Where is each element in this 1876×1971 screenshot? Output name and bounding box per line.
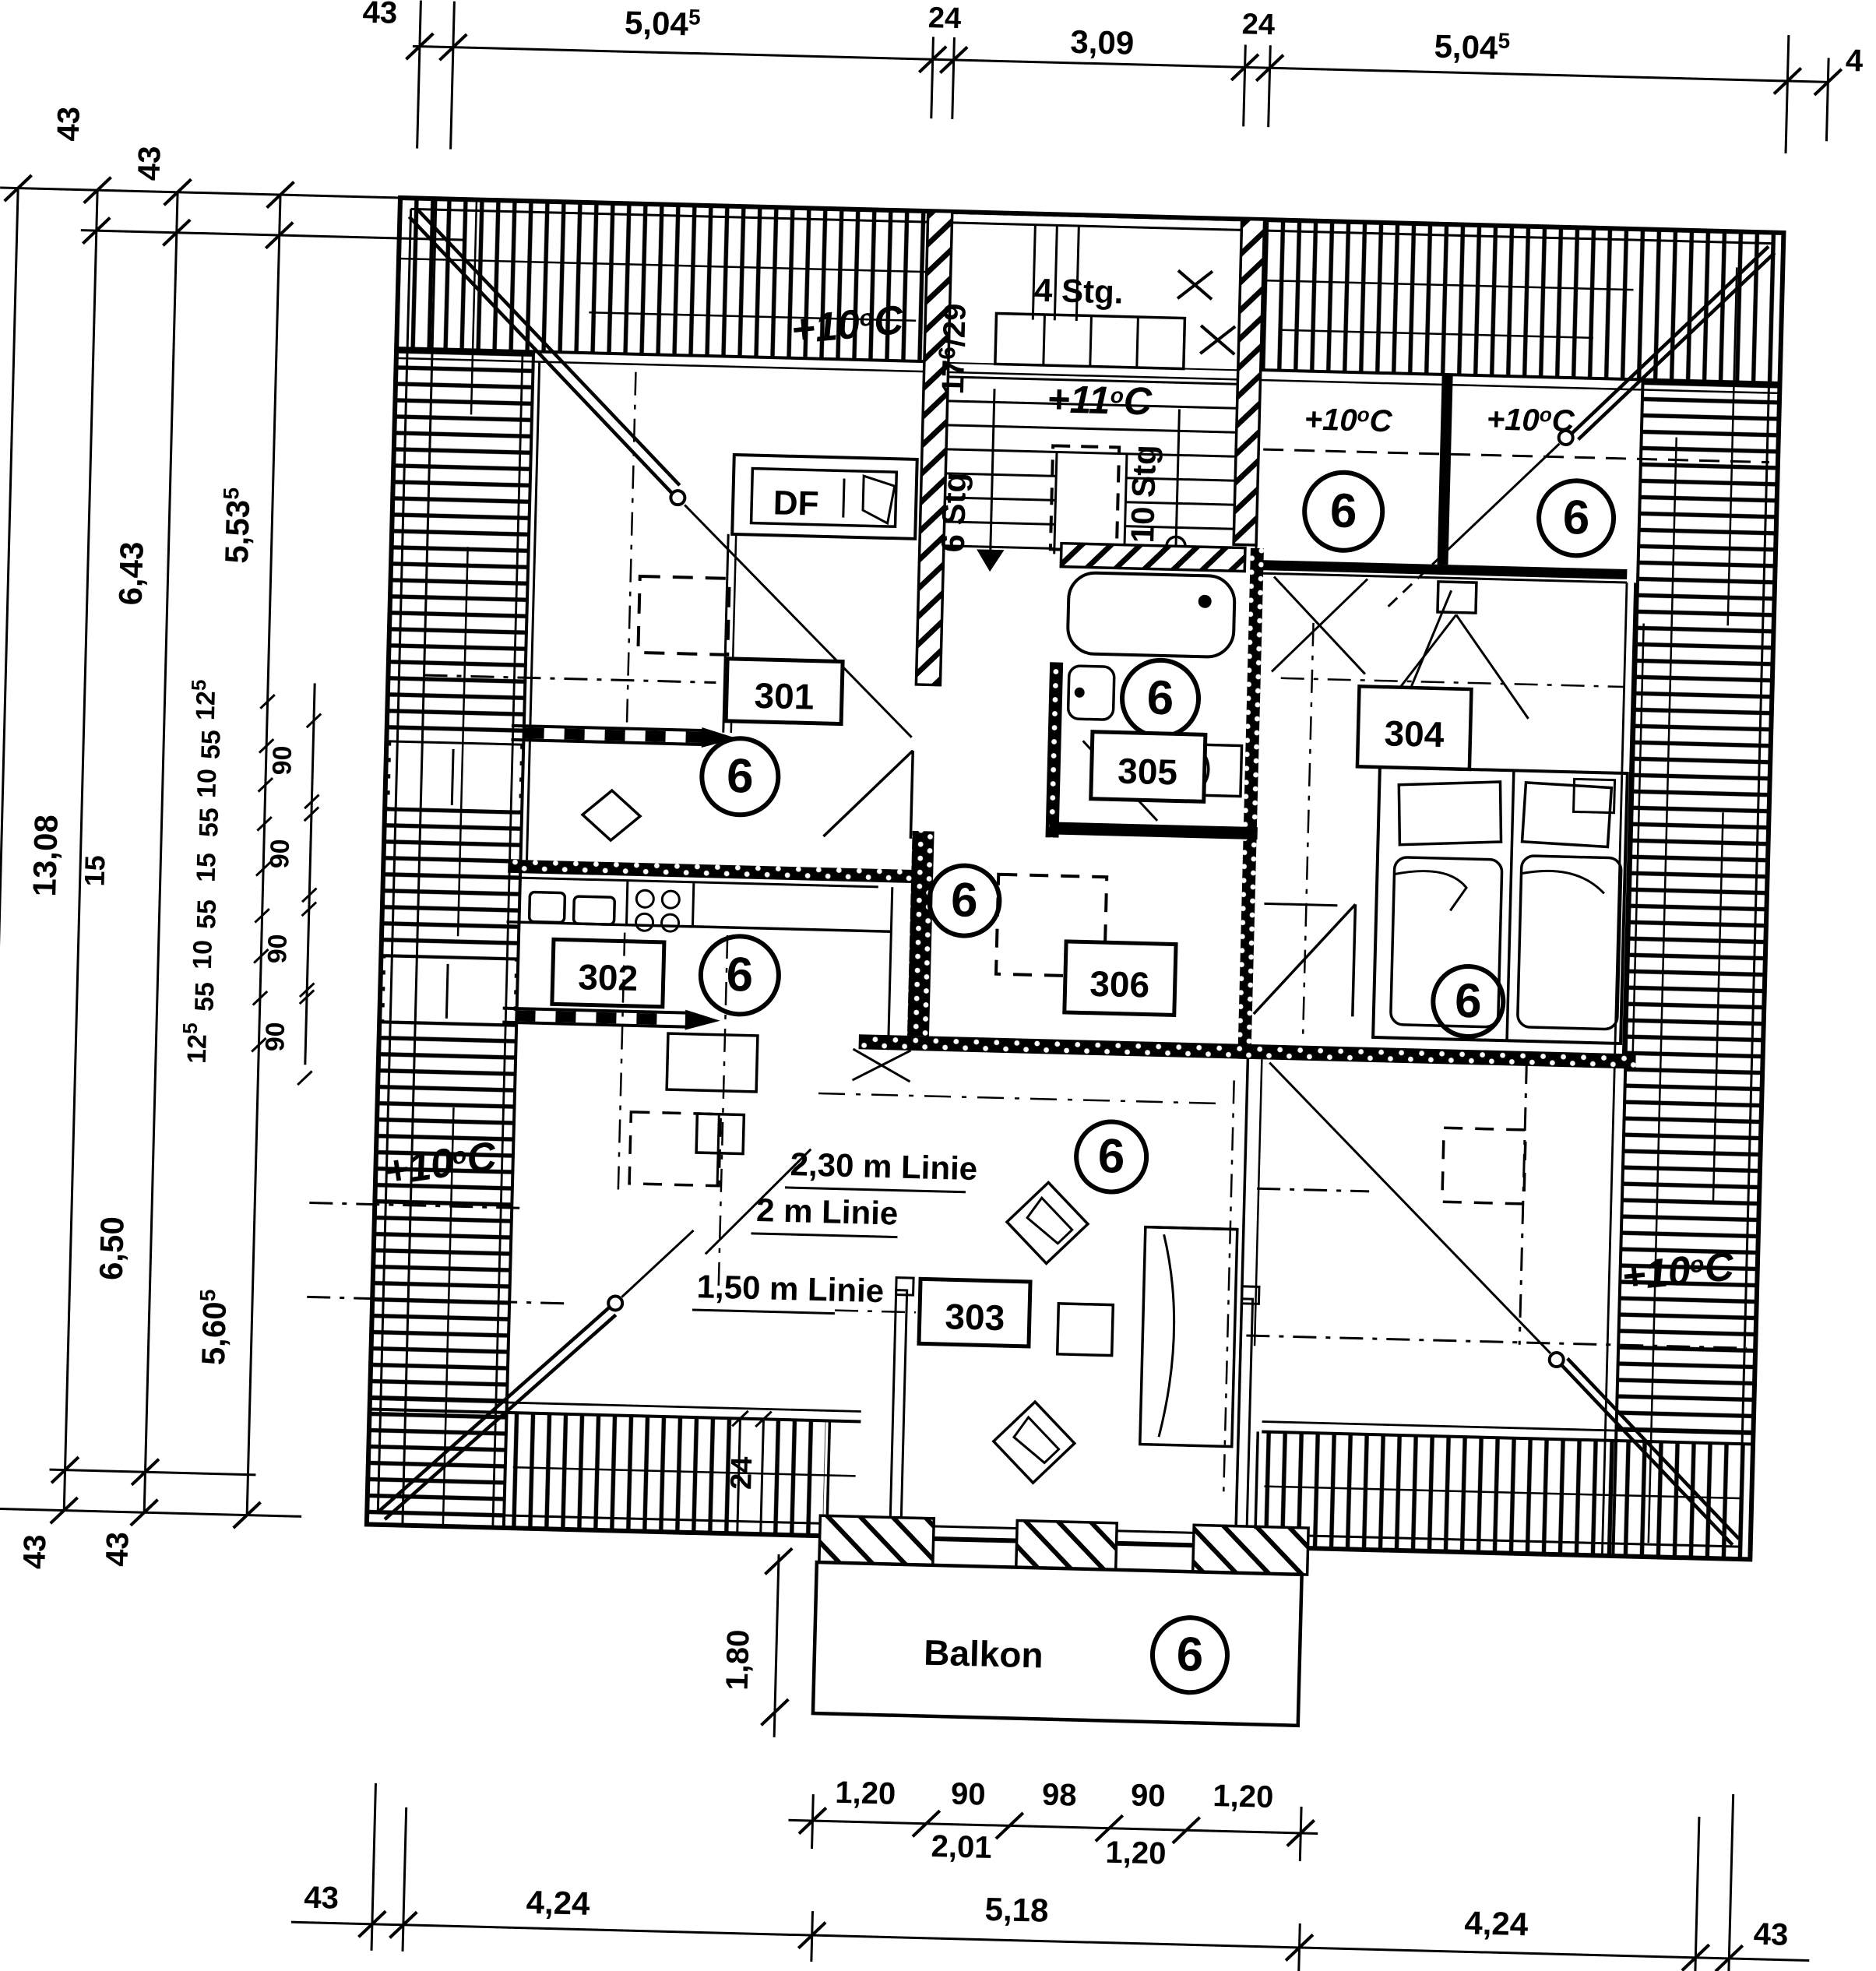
svg-text:5,045: 5,045 [1434, 27, 1511, 66]
svg-text:2,01: 2,01 [931, 1829, 992, 1865]
svg-text:4: 4 [1845, 44, 1864, 79]
svg-text:125: 125 [178, 1022, 213, 1064]
svg-text:10: 10 [188, 940, 218, 970]
svg-text:1,20: 1,20 [1105, 1835, 1167, 1871]
svg-text:+10oC: +10oC [1486, 401, 1575, 438]
svg-text:6: 6 [950, 873, 978, 927]
svg-text:Balkon: Balkon [924, 1632, 1044, 1676]
svg-text:4,24: 4,24 [1464, 1904, 1529, 1942]
svg-text:90: 90 [265, 839, 295, 869]
svg-text:303: 303 [945, 1296, 1005, 1338]
svg-text:90: 90 [951, 1777, 987, 1812]
svg-text:55: 55 [192, 899, 222, 930]
svg-text:5,605: 5,605 [194, 1289, 233, 1366]
svg-text:125: 125 [186, 679, 221, 720]
svg-text:2,30 m Linie: 2,30 m Linie [790, 1146, 978, 1187]
svg-text:43: 43 [51, 106, 86, 142]
svg-text:+10oC: +10oC [1620, 1244, 1737, 1300]
svg-text:3,09: 3,09 [1070, 23, 1135, 62]
svg-text:1,50 m Linie: 1,50 m Linie [696, 1268, 885, 1309]
svg-text:55: 55 [189, 982, 220, 1012]
svg-text:90: 90 [260, 1022, 290, 1052]
svg-text:43: 43 [1753, 1917, 1789, 1952]
svg-text:+10oC: +10oC [789, 297, 906, 354]
svg-text:43: 43 [362, 0, 398, 30]
svg-text:6: 6 [1454, 974, 1482, 1029]
svg-text:6: 6 [1562, 491, 1590, 545]
svg-text:90: 90 [267, 745, 297, 776]
svg-text:4,24: 4,24 [526, 1884, 591, 1922]
svg-text:6: 6 [726, 948, 754, 1002]
svg-text:15: 15 [79, 855, 111, 887]
svg-text:24: 24 [927, 2, 961, 35]
svg-text:24: 24 [1241, 8, 1275, 41]
svg-text:13,08: 13,08 [26, 815, 65, 897]
svg-text:43: 43 [304, 1881, 340, 1916]
svg-text:6,43: 6,43 [112, 541, 150, 606]
svg-text:304: 304 [1384, 713, 1445, 755]
svg-text:6: 6 [1176, 1628, 1204, 1682]
svg-text:10 Stg: 10 Stg [1124, 445, 1163, 544]
svg-text:1,80: 1,80 [720, 1629, 756, 1691]
svg-text:98: 98 [1042, 1778, 1078, 1813]
svg-text:43: 43 [100, 1532, 135, 1568]
svg-text:6: 6 [1329, 484, 1357, 538]
svg-text:1,20: 1,20 [1213, 1779, 1274, 1814]
svg-text:5,535: 5,535 [217, 487, 256, 565]
svg-text:6: 6 [726, 749, 754, 804]
svg-text:1,20: 1,20 [835, 1776, 896, 1811]
svg-text:43: 43 [17, 1534, 52, 1570]
svg-text:5,045: 5,045 [625, 3, 702, 42]
svg-text:15: 15 [192, 853, 222, 883]
svg-text:+10oC: +10oC [1304, 401, 1393, 438]
svg-text:24: 24 [725, 1456, 758, 1490]
svg-text:10: 10 [192, 769, 222, 799]
svg-text:6: 6 [1146, 670, 1174, 725]
svg-text:302: 302 [578, 956, 639, 998]
svg-text:90: 90 [262, 934, 293, 964]
svg-text:5,18: 5,18 [984, 1891, 1049, 1929]
svg-text:+11oC: +11oC [1047, 377, 1153, 423]
svg-text:6: 6 [1097, 1129, 1125, 1184]
svg-text:55: 55 [196, 730, 227, 760]
svg-text:306: 306 [1089, 963, 1150, 1005]
svg-text:6,50: 6,50 [93, 1216, 131, 1281]
svg-text:55: 55 [194, 808, 224, 838]
svg-text:2 m Linie: 2 m Linie [756, 1191, 899, 1232]
svg-text:4 Stg.: 4 Stg. [1033, 272, 1124, 311]
svg-text:301: 301 [754, 675, 815, 717]
svg-text:43: 43 [132, 146, 167, 181]
svg-text:305: 305 [1118, 751, 1178, 793]
svg-text:DF: DF [773, 484, 819, 523]
svg-text:90: 90 [1131, 1778, 1167, 1813]
svg-text:6 Stg: 6 Stg [934, 472, 973, 553]
